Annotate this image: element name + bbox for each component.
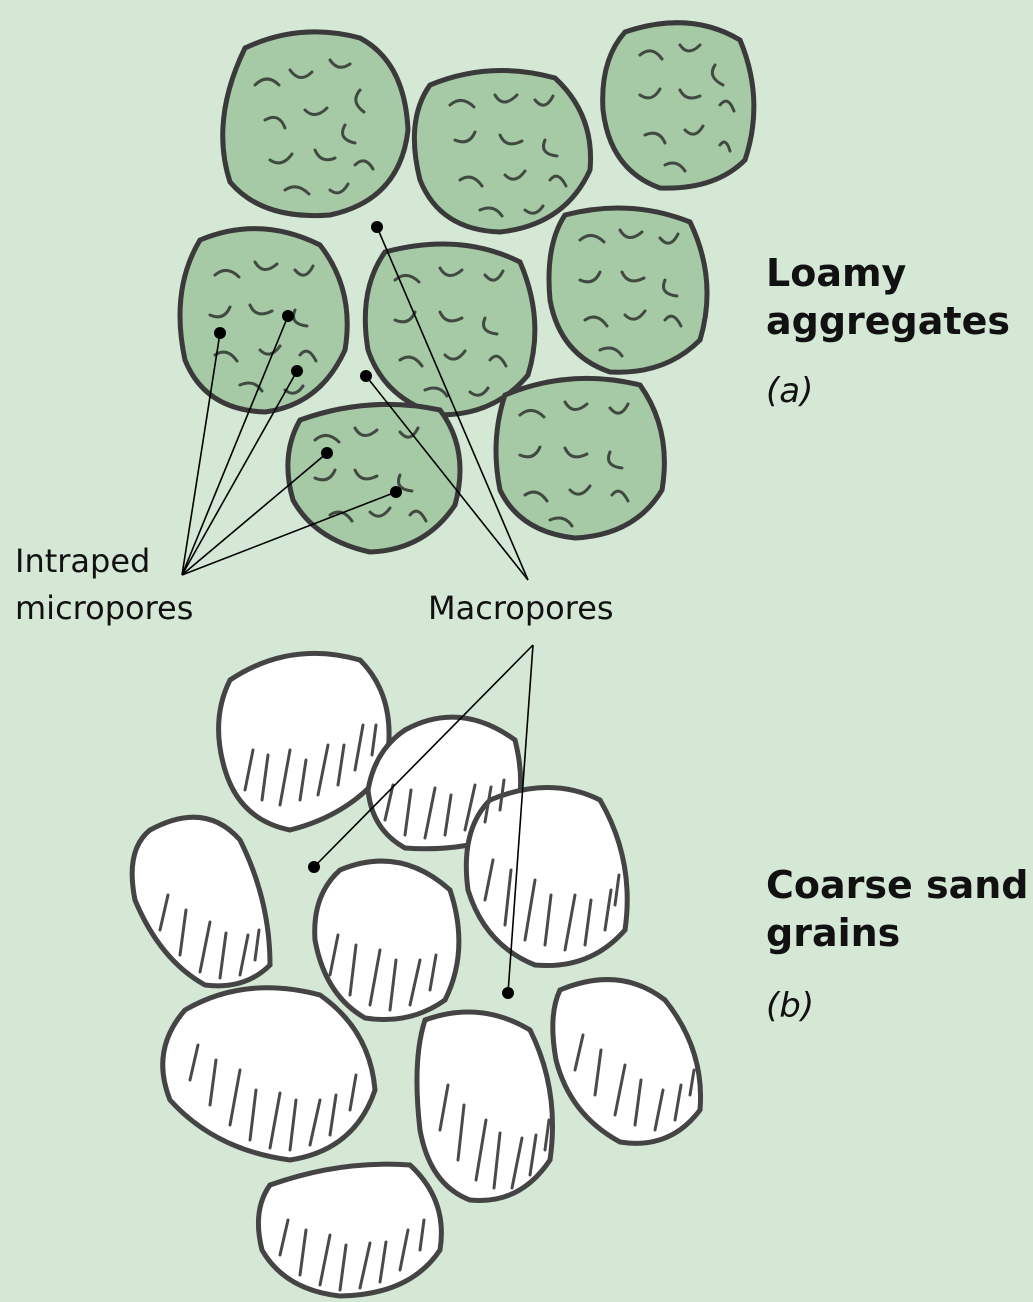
macropores-label: Macropores xyxy=(428,589,614,627)
macropore-dot-b1 xyxy=(308,861,320,873)
micropore-dot-1 xyxy=(214,327,226,339)
micropore-dot-2 xyxy=(282,310,294,322)
sand-grain-1 xyxy=(219,653,390,830)
panel-a-title-line2: aggregates xyxy=(766,299,1010,343)
sand-grain-6 xyxy=(163,988,375,1160)
macropore-dot-b2 xyxy=(502,987,514,999)
panel-b-letter-value: b xyxy=(779,986,801,1026)
sand-grain-7 xyxy=(417,1012,553,1201)
macropore-dot-a1 xyxy=(371,221,383,233)
micropore-dot-4 xyxy=(321,447,333,459)
aggregate-2 xyxy=(414,70,590,232)
micropores-label-line1: Intraped xyxy=(15,542,150,580)
panel-a-letter-value: a xyxy=(779,371,800,411)
aggregate-5 xyxy=(365,244,535,415)
panel-a-letter: (a) xyxy=(766,371,813,411)
macropore-dot-a2 xyxy=(360,370,372,382)
panel-b-letter: (b) xyxy=(766,986,814,1026)
sand-grain-8 xyxy=(553,980,701,1144)
panel-b-title-line1: Coarse sand xyxy=(766,863,1029,907)
aggregate-4 xyxy=(180,229,347,412)
aggregate-1 xyxy=(223,32,408,216)
aggregate-6 xyxy=(549,208,707,372)
micropore-dot-5 xyxy=(390,486,402,498)
loamy-aggregates-group xyxy=(180,23,754,552)
panel-b-title-line2: grains xyxy=(766,911,900,955)
micropore-dot-3 xyxy=(291,365,303,377)
aggregate-8 xyxy=(496,378,664,538)
micropores-label-line2: micropores xyxy=(15,589,193,627)
panel-a-title-line1: Loamy xyxy=(766,251,907,295)
sand-grains-group xyxy=(132,653,700,1296)
